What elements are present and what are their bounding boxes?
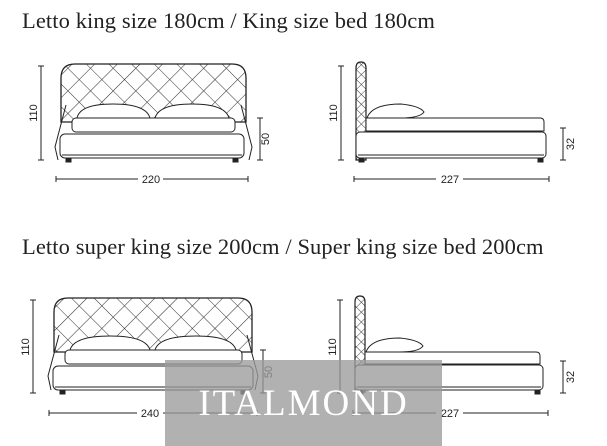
pillow-left	[76, 103, 151, 119]
frame-leg-left	[47, 334, 60, 391]
pillow-right	[154, 335, 237, 351]
pillow-side	[365, 337, 424, 353]
dim-side-length-super-king: 227	[441, 408, 459, 420]
pillow-right	[154, 103, 230, 119]
foot-left	[59, 389, 66, 395]
pillow-side	[366, 103, 425, 119]
side-view-king	[338, 61, 566, 182]
dim-front-height-king: 110	[28, 104, 40, 122]
watermark: ITALMOND	[165, 360, 442, 446]
dim-side-length-king: 227	[441, 174, 459, 186]
dim-front-bed-height-king: 50	[260, 133, 272, 145]
front-view-king	[38, 63, 263, 182]
pillow-left	[69, 335, 151, 351]
frame-leg-right	[240, 104, 253, 161]
dim-front-height-super-king: 110	[20, 338, 32, 356]
dim-side-base-height-king: 32	[565, 138, 577, 150]
foot-left	[65, 157, 72, 163]
bed-base-side	[355, 131, 547, 159]
mattress-side	[365, 117, 545, 132]
dim-side-base-height-super-king: 32	[565, 371, 577, 383]
section-title-super-king: Letto super king size 200cm / Super king…	[22, 234, 544, 259]
watermark-text: ITALMOND	[198, 383, 409, 424]
frame-leg-left	[54, 104, 67, 161]
dim-front-width-king: 220	[142, 174, 160, 186]
foot-right	[232, 157, 239, 163]
section-title-king: Letto king size 180cm / King size bed 18…	[22, 8, 435, 33]
mattress	[71, 117, 236, 133]
bed-base	[59, 133, 245, 159]
dim-side-height-super-king: 110	[327, 338, 339, 356]
dim-front-width-super-king: 240	[141, 408, 159, 420]
dim-side-height-king: 110	[328, 104, 340, 122]
